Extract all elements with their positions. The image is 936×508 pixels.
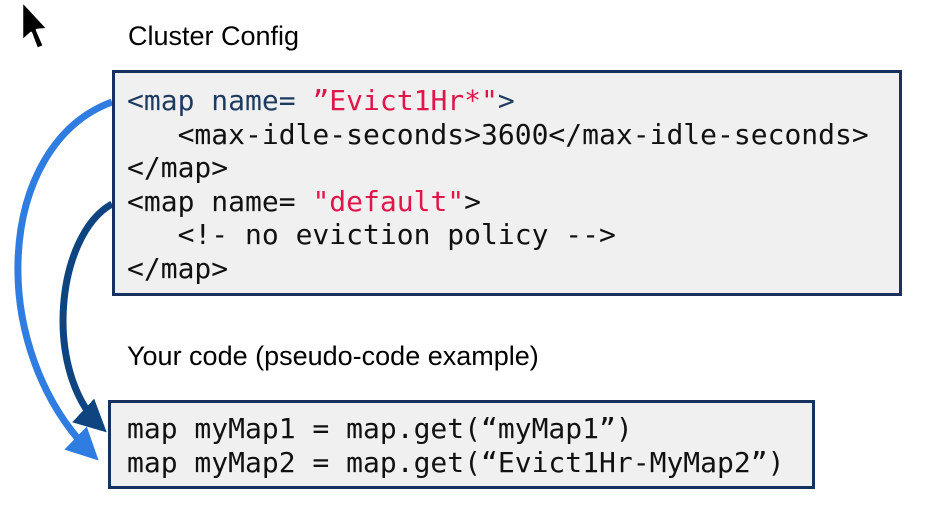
- code-line: map myMap1 = map.get(“myMap1”): [127, 412, 633, 445]
- your-code-box: map myMap1 = map.get(“myMap1”)map myMap2…: [108, 400, 815, 489]
- code-line: <max-idle-seconds>3600</max-idle-seconds…: [127, 117, 869, 151]
- code-line: <map name= ”Evict1Hr*">: [127, 84, 515, 117]
- code-line: <!- no eviction policy -->: [127, 218, 616, 252]
- cluster-config-code: <map name= ”Evict1Hr*"> <max-idle-second…: [115, 73, 899, 286]
- your-code-title: Your code (pseudo-code example): [127, 341, 539, 371]
- code-line: <map name= "default">: [127, 184, 482, 218]
- code-line: </map>: [127, 251, 229, 285]
- cluster-config-code-box: <map name= ”Evict1Hr*"> <max-idle-second…: [112, 70, 902, 296]
- code-line: </map>: [127, 151, 229, 185]
- arrow-default-to-mymap1: [59, 200, 114, 433]
- your-code-code: map myMap1 = map.get(“myMap1”)map myMap2…: [111, 403, 812, 480]
- code-line: map myMap2 = map.get(“Evict1Hr-MyMap2”): [127, 446, 785, 479]
- cluster-config-title: Cluster Config: [128, 21, 300, 51]
- mouse-cursor-icon: [20, 1, 50, 51]
- arrow-evict1hr-to-mymap2: [14, 98, 114, 461]
